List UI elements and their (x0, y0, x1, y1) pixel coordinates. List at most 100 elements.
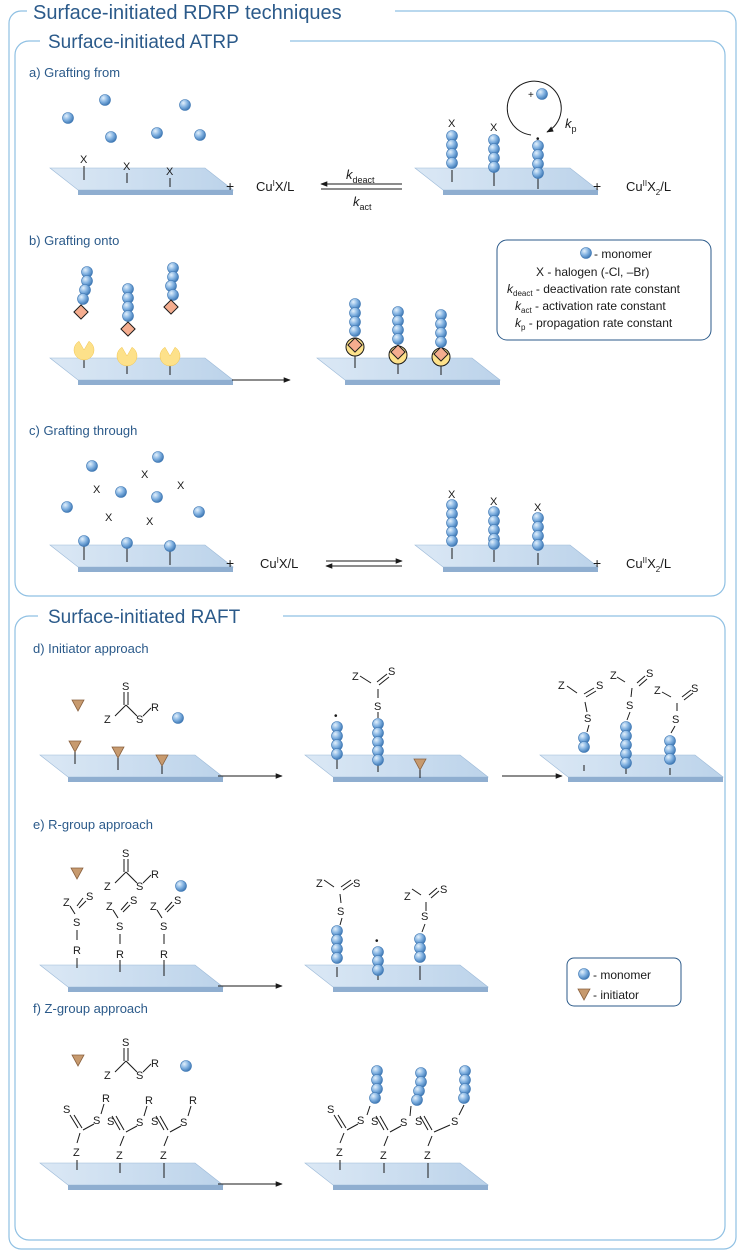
grafting-through-labels: X X X X X X X X + CuIX/L + CuIIX2/L (93, 469, 671, 574)
monomer-bead (105, 131, 117, 143)
halogen-label: X (146, 516, 154, 528)
chain-bead (167, 289, 179, 301)
z-group: Z (424, 1150, 431, 1162)
s-atom: S (596, 680, 603, 692)
kdeact-label: kdeact (346, 167, 375, 185)
monomer-bead (99, 94, 111, 106)
s-atom: S (136, 881, 143, 893)
raft-panel-frame (14, 615, 726, 1241)
plus-sign: + (226, 178, 234, 194)
chain-bead (532, 539, 544, 551)
s-atom: S (136, 1117, 143, 1129)
legend-kact: kact - activation rate constant (515, 299, 666, 315)
raft-legend: - monomer - initiator (566, 957, 682, 1007)
grafting-through-row (61, 451, 544, 569)
s-atom: S (371, 1116, 378, 1128)
surface-plate (414, 544, 599, 572)
r-group: R (151, 869, 159, 881)
z-group: Z (104, 1070, 111, 1082)
chain-bead (372, 754, 384, 766)
radical-dot: • (536, 134, 540, 145)
s-atom: S (415, 1116, 422, 1128)
end-group (120, 321, 136, 337)
chain-bead (349, 325, 361, 337)
z-group: Z (73, 1147, 80, 1159)
z-group: Z (654, 685, 661, 697)
surface-monomer (164, 540, 176, 552)
s-atom: S (160, 921, 167, 933)
halogen-label: X (490, 122, 498, 134)
s-atom: S (337, 906, 344, 918)
s-atom: S (73, 917, 80, 929)
atrp-panel-frame (14, 40, 726, 597)
surface-plate (539, 754, 724, 782)
initiator-approach-labels: S Z S R • S Z S S Z S S Z S S Z S (104, 666, 698, 726)
z-group-approach-labels: S Z S R S S R Z S S R Z S S R Z S S Z S … (63, 1037, 458, 1162)
surface-plate (49, 357, 234, 385)
legend-kdeact: kdeact - deactivation rate constant (507, 282, 681, 298)
chain-bead (578, 741, 590, 753)
s-atom: S (174, 895, 181, 907)
chain-bead (435, 336, 447, 348)
z-group: Z (63, 897, 70, 909)
s-atom: S (93, 1115, 100, 1127)
halogen-label: X (80, 154, 88, 166)
surface-plate (39, 754, 224, 782)
chain-bead (77, 293, 89, 305)
halogen-label: X (93, 484, 101, 496)
r-group-approach-row (69, 859, 440, 989)
monomer-bead (61, 501, 73, 513)
surface-plate (39, 1162, 224, 1190)
r-group: R (151, 702, 159, 714)
z-group: Z (336, 1147, 343, 1159)
r-group: R (151, 1058, 159, 1070)
s-atom: S (646, 668, 653, 680)
legend-halogen: X - halogen (-Cl, –Br) (536, 265, 649, 279)
s-atom: S (626, 700, 633, 712)
grafting-onto-row (73, 262, 451, 383)
cu2-catalyst-label: CuIIX2/L (626, 556, 671, 574)
surface-monomer (78, 535, 90, 547)
anchor-group (116, 346, 138, 367)
grafting-from-row (62, 80, 562, 190)
grafting-from-labels: X X X X X • + kp + CuIX/L kdeact kact + … (80, 90, 671, 212)
monomer-bead (175, 880, 187, 892)
r-group: R (145, 1095, 153, 1107)
surface-plate (304, 754, 489, 782)
chain-bead (331, 748, 343, 760)
legend-monomer: - monomer (594, 247, 652, 261)
halogen-label: X (448, 118, 456, 130)
z-group: Z (316, 878, 323, 890)
anchor-group (159, 346, 181, 367)
initiator-icon (71, 1054, 85, 1067)
r-group: R (160, 949, 168, 961)
s-atom: S (400, 1117, 407, 1129)
monomer-bead (62, 112, 74, 124)
z-group: Z (610, 670, 617, 682)
s-atom: S (136, 1070, 143, 1082)
halogen-label: X (141, 469, 149, 481)
monomer-bead (86, 460, 98, 472)
surface-plate (304, 964, 489, 992)
monomer-bead (151, 491, 163, 503)
z-group: Z (104, 881, 111, 893)
plus-sign: + (226, 555, 234, 571)
s-atom: S (421, 911, 428, 923)
z-group: Z (106, 901, 113, 913)
section-b-label: b) Grafting onto (29, 233, 119, 248)
r-group: R (189, 1095, 197, 1107)
r-group: R (102, 1093, 110, 1105)
raft-heading: Surface-initiated RAFT (48, 607, 241, 628)
initiator-icon (71, 699, 85, 712)
z-group: Z (352, 671, 359, 683)
monomer-bead (179, 99, 191, 111)
monomer-bead (151, 127, 163, 139)
z-group: Z (404, 891, 411, 903)
plus-sign: + (593, 178, 601, 194)
halogen-label: X (177, 480, 185, 492)
s-atom: S (691, 683, 698, 695)
radical-dot: • (375, 936, 379, 947)
outer-frame (8, 10, 737, 1250)
cu1-catalyst-label: CuIX/L (256, 179, 294, 194)
z-group: Z (160, 1150, 167, 1162)
